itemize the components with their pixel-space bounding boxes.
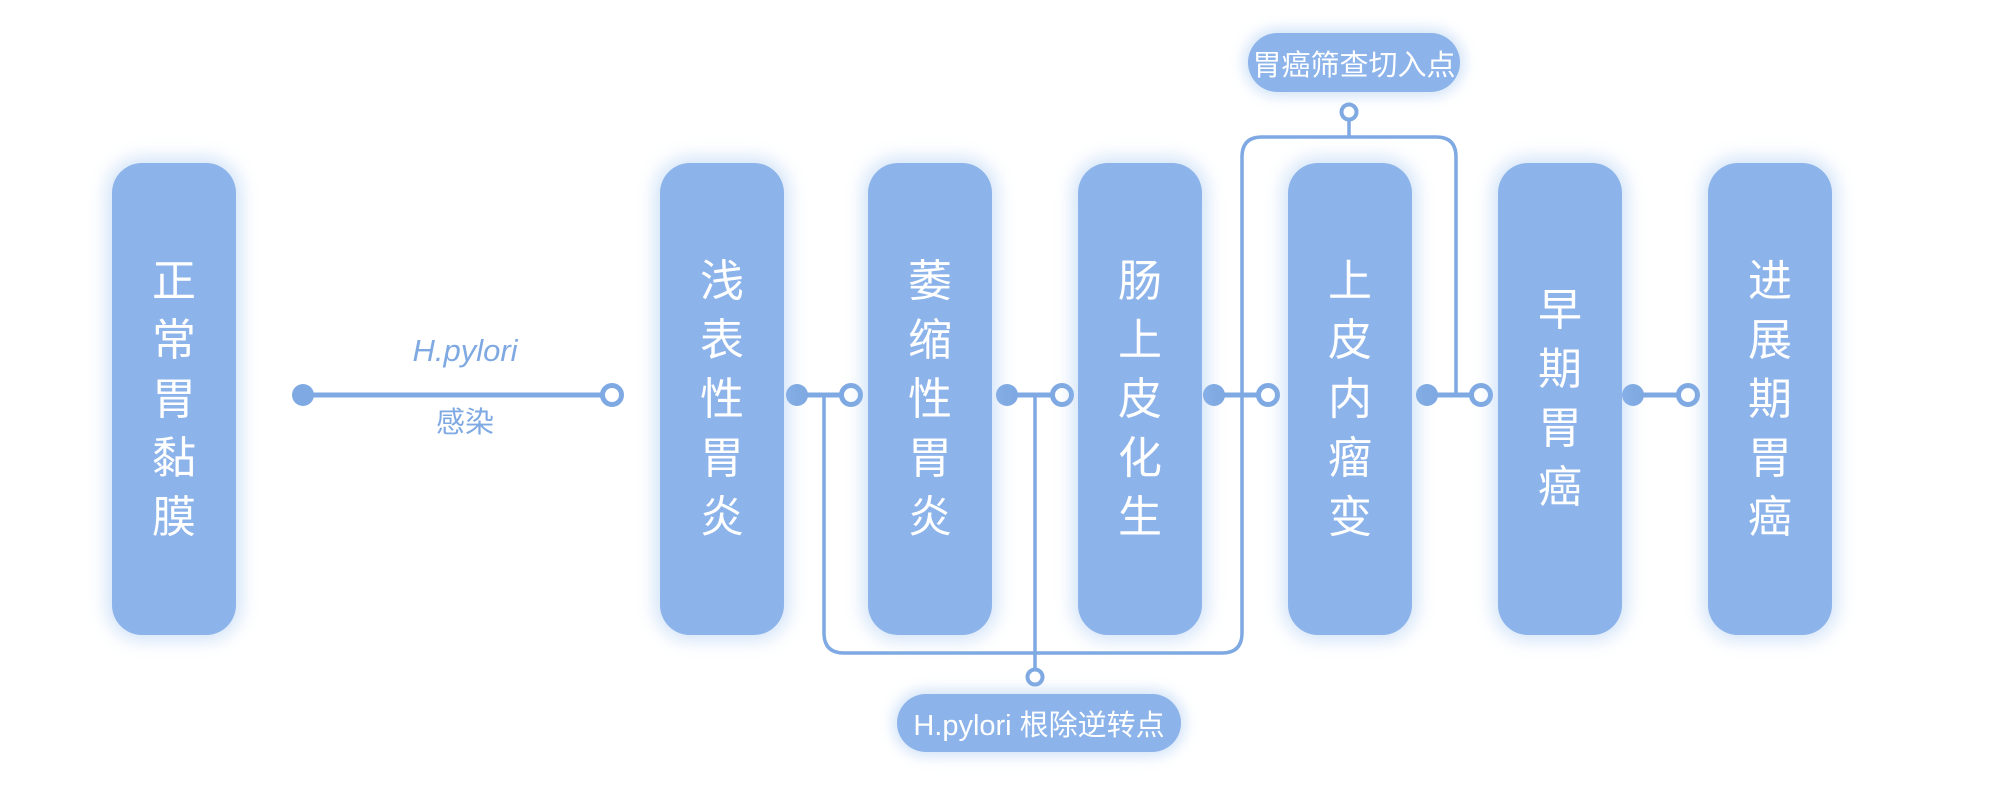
screening-entry-point-label: 胃癌筛查切入点: [1252, 49, 1456, 82]
edge-6-7-end-ring: [1676, 383, 1700, 407]
edge-5-6-start-dot: [1416, 384, 1438, 406]
stage-box-advanced-gastric-cancer: 进 展 期 胃 癌: [1708, 163, 1832, 635]
stage-label: 上 皮 内 瘤 变: [1328, 256, 1372, 542]
stage-box-normal-mucosa: 正 常 胃 黏 膜: [112, 163, 236, 635]
eradication-bracket: [822, 395, 1244, 655]
stage-label: 浅 表 性 胃 炎: [700, 256, 744, 542]
eradication-reversal-point-label: H.pylori 根除逆转点: [913, 710, 1165, 742]
edge-1-2-start-dot: [292, 384, 314, 406]
edge-2-3-start-dot: [786, 384, 808, 406]
edge-5-6-end-ring: [1469, 383, 1493, 407]
edge-3-4-end-ring: [1050, 383, 1074, 407]
edge-2-3-end-ring: [839, 383, 863, 407]
edge-4-5-start-dot: [1203, 384, 1225, 406]
stage-box-atrophic-gastritis: 萎 缩 性 胃 炎: [868, 163, 992, 635]
edge-6-7-start-dot: [1622, 384, 1644, 406]
screening-anchor-ring: [1339, 102, 1359, 122]
edge-infection-label-line2: 感染: [435, 407, 494, 439]
edge-4-5-end-ring: [1256, 383, 1280, 407]
edge-1-2-end-ring: [600, 383, 624, 407]
stage-label: 进 展 期 胃 癌: [1748, 256, 1792, 542]
screening-entry-point-pill: 胃癌筛查切入点: [1248, 33, 1460, 92]
edge-infection-label-line1: H.pylori: [412, 333, 518, 368]
stage-box-intraepithelial-neoplasia: 上 皮 内 瘤 变: [1288, 163, 1412, 635]
eradication-anchor-ring: [1025, 667, 1045, 687]
stage-label: 早 期 胃 癌: [1538, 286, 1582, 512]
stage-label: 正 常 胃 黏 膜: [152, 256, 196, 542]
stage-box-early-gastric-cancer: 早 期 胃 癌: [1498, 163, 1622, 635]
stage-label: 萎 缩 性 胃 炎: [908, 256, 952, 542]
eradication-reversal-point-pill: H.pylori 根除逆转点: [897, 694, 1181, 752]
edge-3-4-start-dot: [996, 384, 1018, 406]
stage-box-intestinal-metaplasia: 肠 上 皮 化 生: [1078, 163, 1202, 635]
stage-label: 肠 上 皮 化 生: [1118, 256, 1162, 542]
stage-box-superficial-gastritis: 浅 表 性 胃 炎: [660, 163, 784, 635]
